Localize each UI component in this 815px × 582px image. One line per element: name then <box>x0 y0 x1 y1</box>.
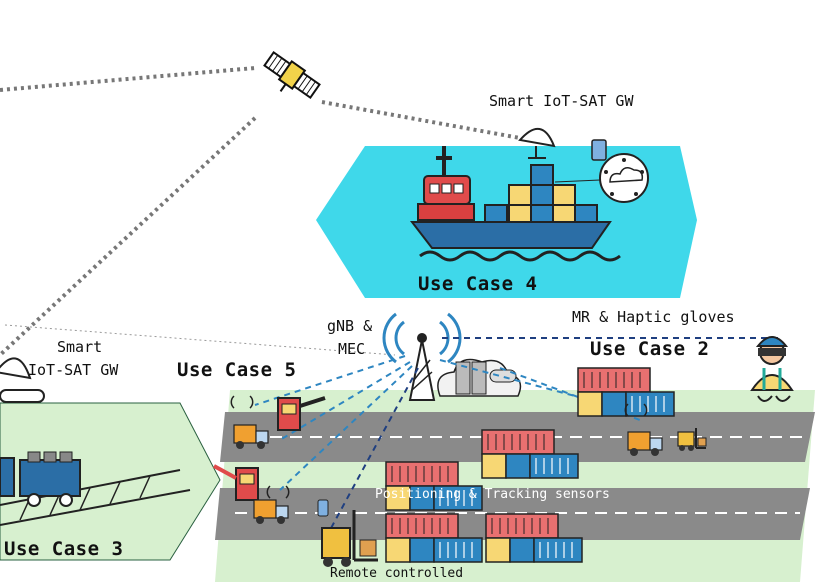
gnb-label-1: gNB & <box>327 317 373 335</box>
mr-haptic-label: MR & Haptic gloves <box>572 308 735 326</box>
use-case-4-label: Use Case 4 <box>418 273 538 295</box>
thin-link <box>4 324 396 356</box>
satellite-link-right <box>321 100 521 140</box>
cloud-network-icon <box>599 153 649 203</box>
ship-icon <box>409 146 621 262</box>
remote-controlled-label: Remote controlled <box>330 566 464 581</box>
use-case-5-label: Use Case 5 <box>177 359 297 381</box>
use-case-2-label: Use Case 2 <box>590 338 710 360</box>
satellite-link-left <box>0 66 256 92</box>
gate-barrier-top <box>277 396 326 431</box>
train-icon <box>0 451 81 507</box>
remote-forklift-icon <box>317 499 378 567</box>
rail-zone <box>0 402 221 561</box>
gate-barrier-bottom <box>213 464 259 501</box>
smart-gw-top-label: Smart IoT-SAT GW <box>489 92 634 110</box>
wireless-links <box>254 337 782 531</box>
smart-gw-left-label-1: Smart <box>57 338 103 356</box>
iot-device-icon <box>591 139 607 161</box>
use-case-3-label: Use Case 3 <box>4 538 124 560</box>
gnb-label-2: MEC <box>338 340 366 358</box>
sensor-icons <box>230 395 648 499</box>
satellite-icon <box>263 50 321 100</box>
satellite-link-down <box>0 116 257 357</box>
dish-link <box>554 179 601 183</box>
positioning-label: Positioning & Tracking sensors <box>375 487 610 502</box>
satellite-dish-icon <box>518 128 556 159</box>
worker-icon <box>750 336 794 402</box>
satellite-dish-left-icon <box>0 357 45 403</box>
smart-gw-left-label-2: IoT-SAT GW <box>28 361 119 379</box>
